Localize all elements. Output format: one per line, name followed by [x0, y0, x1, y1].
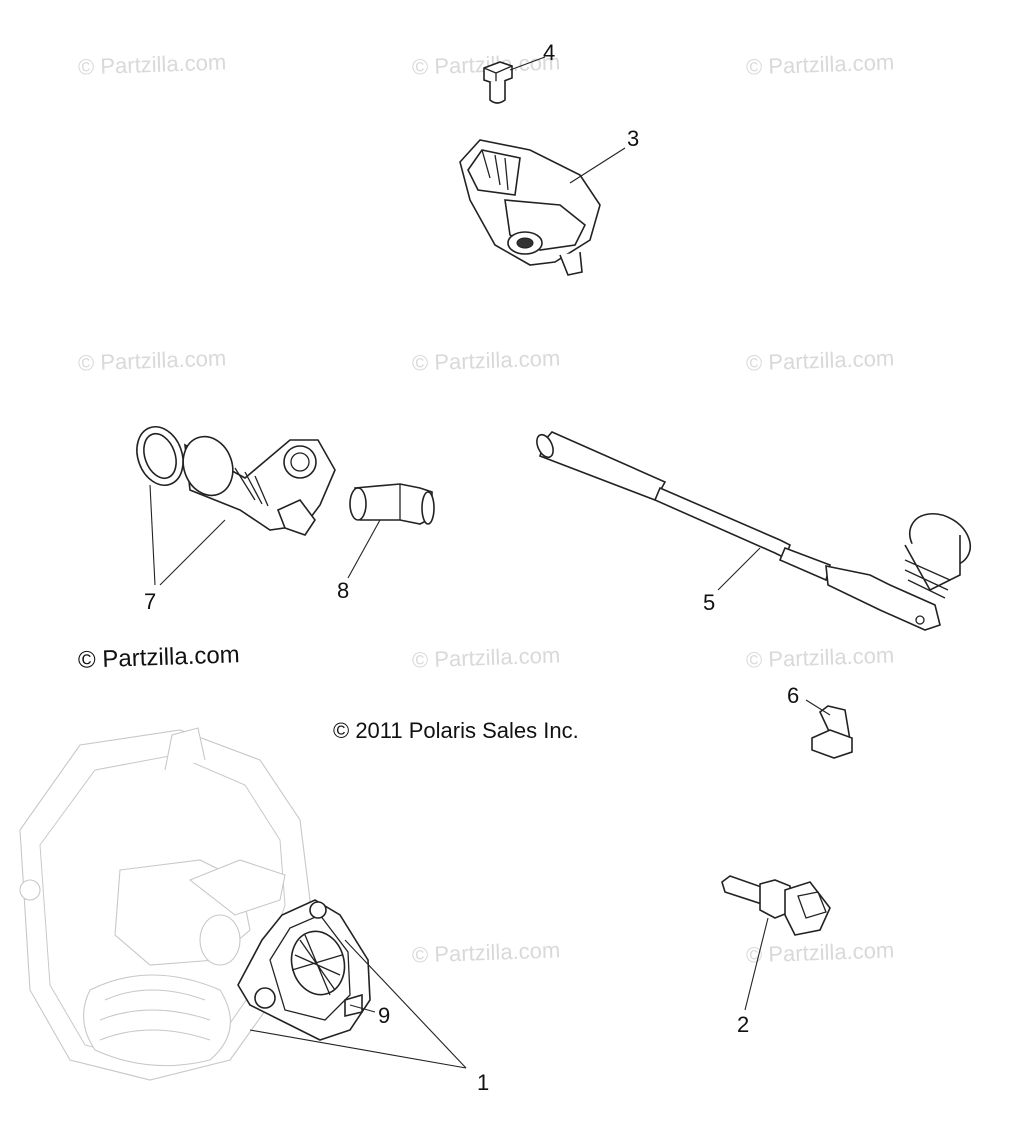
part-2-temp-sensor: [721, 875, 831, 1011]
part-1-throttle-body: [19, 727, 311, 1081]
part-7-cam-sensor: [136, 426, 336, 586]
part-4-screw: [483, 56, 546, 104]
callout-9: 9: [378, 1003, 391, 1028]
callout-7: 7: [144, 589, 157, 614]
copyright-notice: © 2011 Polaris Sales Inc.: [333, 718, 579, 743]
part-6-screw: [805, 699, 853, 759]
part-5-speed-sensor: [536, 431, 971, 631]
callout-6: 6: [787, 683, 800, 708]
callout-2: 2: [737, 1012, 750, 1037]
part-9-tps: [237, 899, 467, 1069]
callout-1: 1: [477, 1070, 490, 1095]
part-8-bushing: [347, 483, 435, 579]
callout-4: 4: [543, 40, 556, 65]
callout-5: 5: [703, 590, 716, 615]
callout-8: 8: [337, 578, 350, 603]
callout-3: 3: [627, 126, 640, 151]
part-3-map-sensor: [459, 139, 626, 276]
